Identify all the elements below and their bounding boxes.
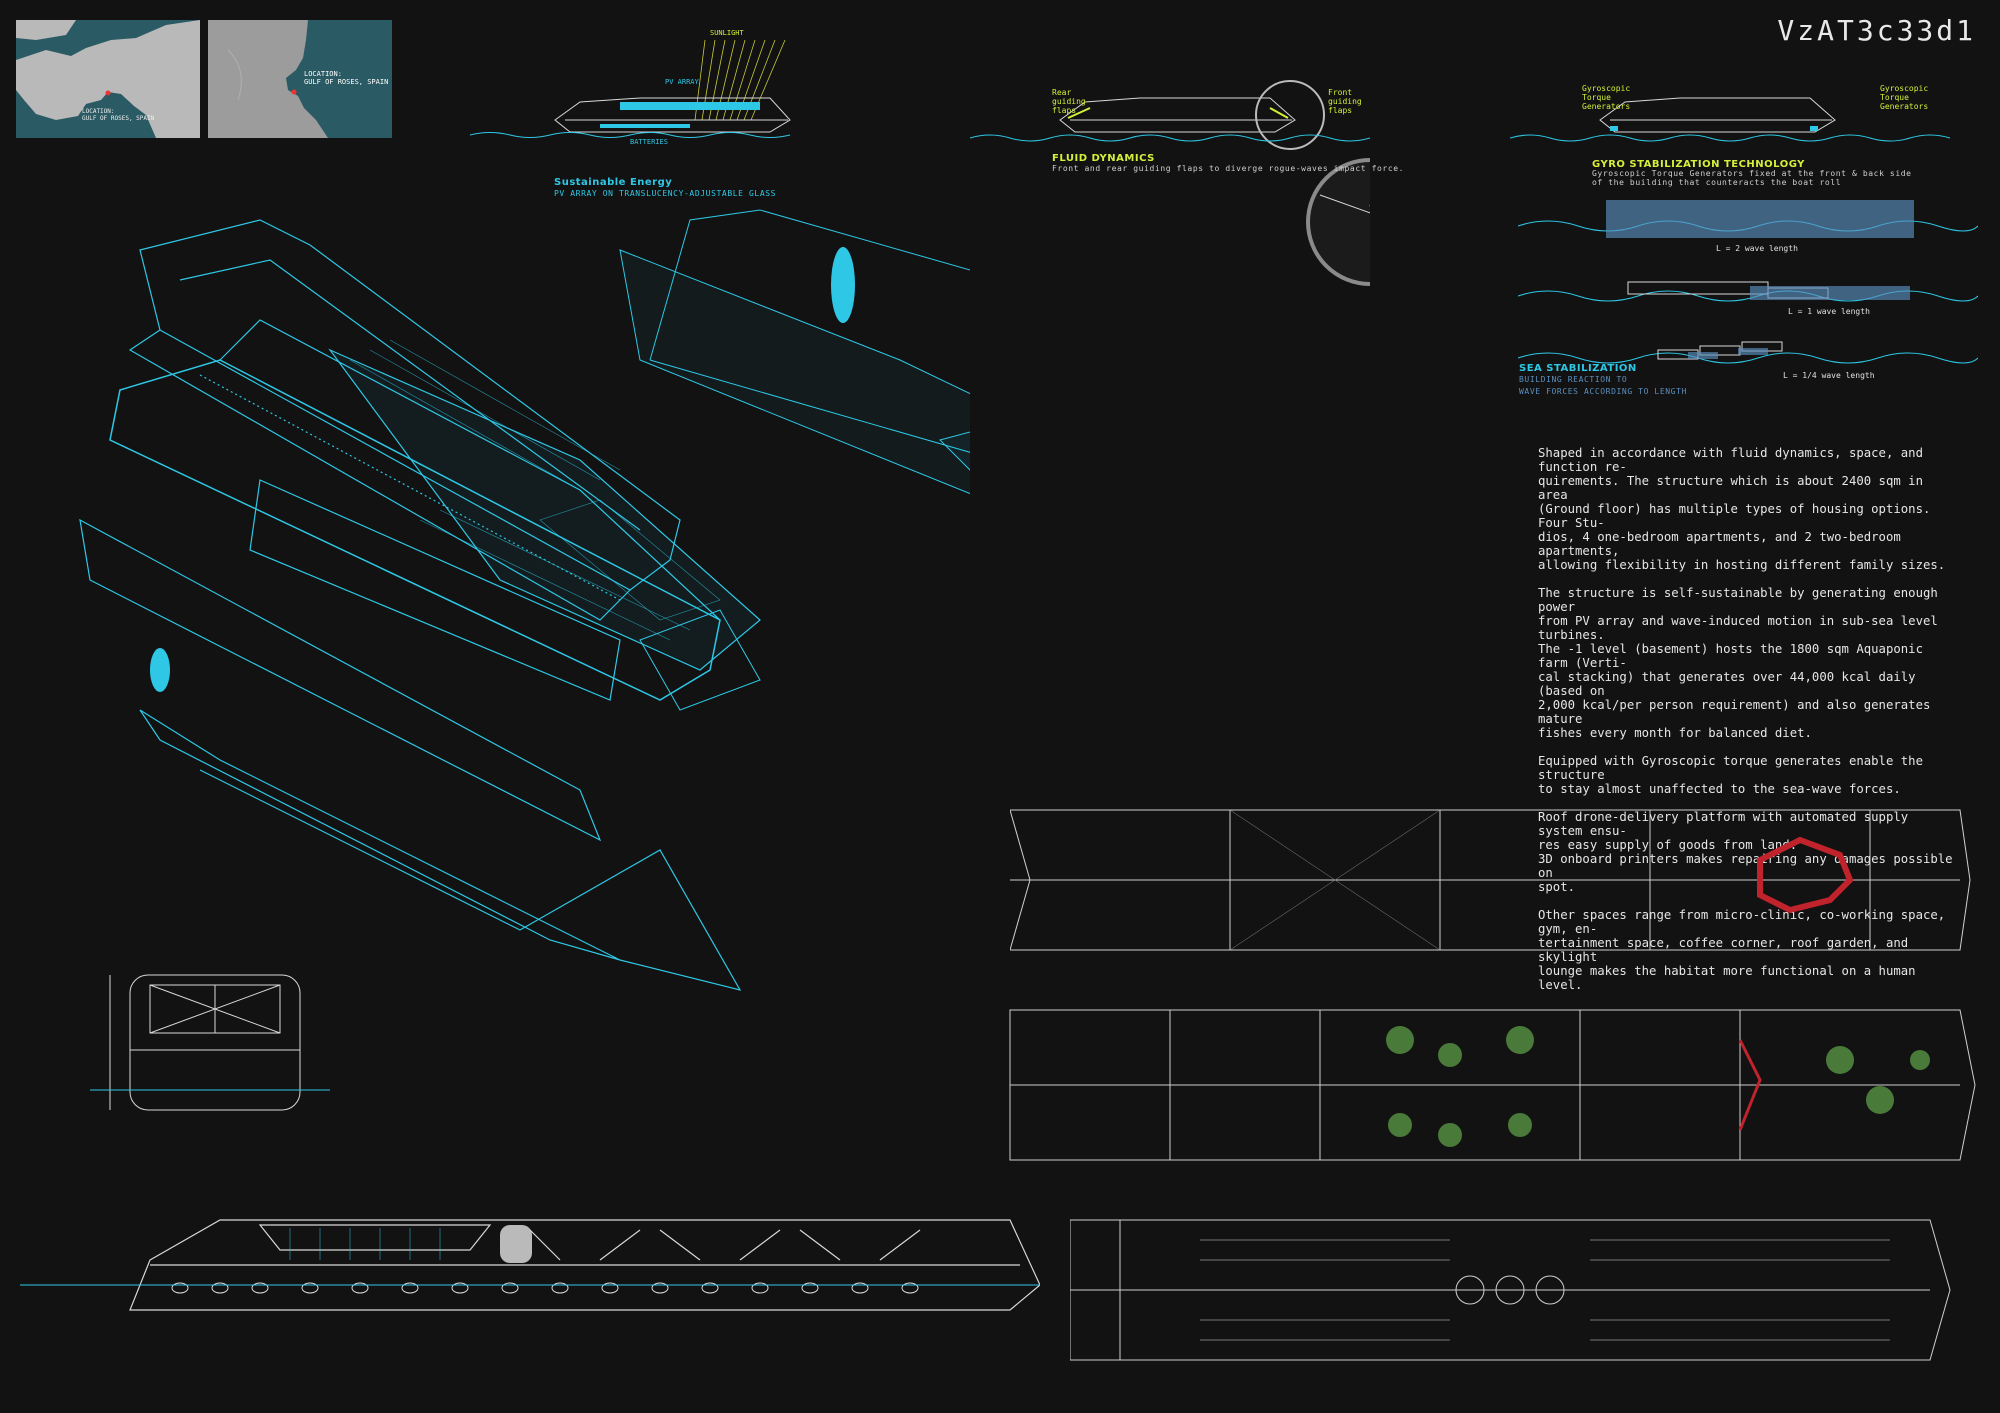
floor-plan-ground bbox=[1009, 1009, 1976, 1161]
europe-map-graphic bbox=[16, 20, 200, 138]
front-flaps-label: Front guiding flaps bbox=[1328, 88, 1362, 115]
map-label-line: LOCATION: bbox=[304, 70, 342, 78]
location-map-europe: LOCATION: GULF OF ROSES, SPAIN bbox=[16, 20, 200, 138]
wave-length-2: L = 2 wave length bbox=[1716, 244, 1798, 253]
pv-array bbox=[620, 102, 760, 110]
energy-diagram: SUNLIGHT PV ARRAY BATTERIES bbox=[470, 29, 791, 146]
sea-subtitle-line: BUILDING REACTION TO bbox=[1519, 375, 1628, 384]
pv-node-large bbox=[831, 247, 855, 323]
block-medium bbox=[1750, 286, 1910, 300]
batteries bbox=[600, 124, 690, 128]
energy-subtitle: PV ARRAY ON TRANSLUCENCY-ADJUSTABLE GLAS… bbox=[554, 189, 777, 198]
wave-length-quarter: L = 1/4 wave length bbox=[1783, 371, 1875, 380]
stair-loop bbox=[1757, 836, 1854, 914]
gyro-right-label: Gyroscopic Torque Generators bbox=[1880, 84, 1929, 111]
pv-node-small bbox=[150, 648, 170, 692]
gyro-front bbox=[1810, 126, 1818, 131]
gyro-left-label: Gyroscopic Torque Generators bbox=[1582, 84, 1631, 111]
wave-line bbox=[470, 132, 791, 138]
floor-plan-upper bbox=[1010, 809, 1971, 951]
fluid-title: FLUID DYNAMICS bbox=[1052, 153, 1155, 164]
description-paragraph: Equipped with Gyroscopic torque generate… bbox=[1538, 754, 1923, 796]
zoom-detail-circle bbox=[1306, 158, 1370, 286]
sea-title: SEA STABILIZATION bbox=[1519, 363, 1637, 374]
batteries-label: BATTERIES bbox=[630, 138, 668, 146]
long-section bbox=[20, 1219, 1040, 1311]
location-map-detail: LOCATION: GULF OF ROSES, SPAIN bbox=[208, 20, 392, 138]
sheet-code: VzAT3c33d1 bbox=[1777, 14, 1976, 47]
fluid-dynamics-diagram bbox=[970, 80, 1370, 286]
ship-section bbox=[554, 97, 791, 133]
rear-flaps-label: Rear guiding flaps bbox=[1052, 88, 1086, 115]
gyro-rear bbox=[1610, 126, 1618, 131]
sunlight-label: SUNLIGHT bbox=[710, 29, 745, 37]
exploded-axonometric bbox=[79, 209, 970, 991]
sea-subtitle-line: WAVE FORCES ACCORDING TO LENGTH bbox=[1519, 387, 1687, 396]
map-label-line: GULF OF ROSES, SPAIN bbox=[82, 115, 155, 122]
ship-section bbox=[1059, 97, 1296, 133]
block-long bbox=[1606, 200, 1914, 238]
detail-map-graphic bbox=[227, 20, 392, 138]
gyro-title: GYRO STABILIZATION TECHNOLOGY bbox=[1592, 159, 1805, 170]
gyro-diagram bbox=[1510, 97, 1951, 142]
pv-array-label: PV ARRAY bbox=[665, 78, 700, 86]
map-label-line: LOCATION: bbox=[82, 108, 115, 115]
fluid-subtitle: Front and rear guiding flaps to diverge … bbox=[1052, 164, 1405, 173]
cross-section bbox=[90, 974, 330, 1111]
wave-length-1: L = 1 wave length bbox=[1788, 307, 1870, 316]
description-paragraph: Other spaces range from micro-clinic, co… bbox=[1538, 908, 1946, 992]
zoom-circle bbox=[1255, 80, 1325, 150]
floor-plan-basement bbox=[1070, 1219, 1951, 1361]
rear-flap bbox=[1067, 107, 1091, 119]
sea-stabilization-diagram: L = 2 wave length L = 1 wave length L = … bbox=[1518, 200, 1978, 380]
wave-line bbox=[970, 134, 1370, 142]
map-label-line: GULF OF ROSES, SPAIN bbox=[304, 78, 389, 86]
front-flap bbox=[1269, 107, 1289, 119]
description-paragraph: The structure is self-sustainable by gen… bbox=[1538, 586, 1938, 740]
energy-title: Sustainable Energy bbox=[554, 177, 673, 188]
gyro-subtitle: Gyroscopic Torque Generators fixed at th… bbox=[1592, 169, 1912, 187]
description-paragraph: Shaped in accordance with fluid dynamics… bbox=[1538, 446, 1946, 572]
pv-panel bbox=[500, 1225, 532, 1263]
